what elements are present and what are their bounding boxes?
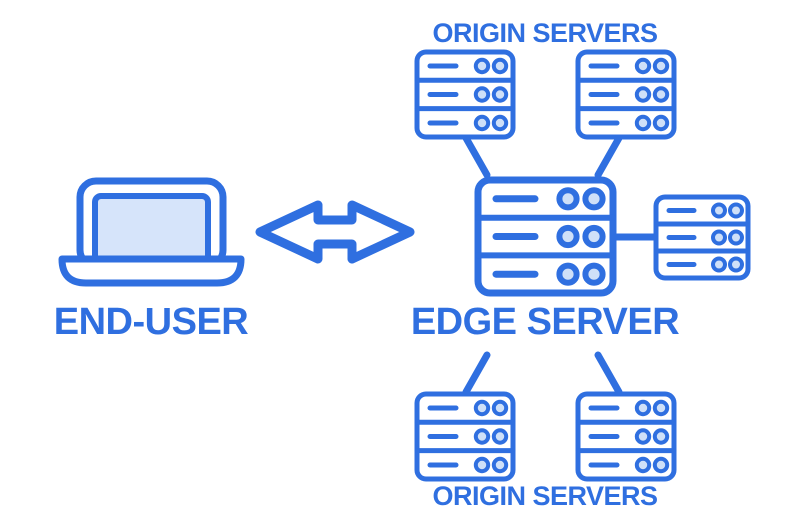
server-rack-icon	[474, 176, 617, 297]
server-rack-icon	[575, 391, 677, 482]
connection-edge-to-top-right	[594, 134, 623, 179]
connection-edge-to-bottom-right	[594, 351, 623, 396]
laptop-icon	[58, 177, 245, 287]
server-rack-icon	[414, 391, 516, 482]
origin-server-right[interactable]	[653, 194, 751, 281]
connection-edge-to-bottom-left	[462, 351, 491, 396]
label-end-user: END-USER	[54, 301, 249, 343]
end-user-laptop[interactable]	[58, 177, 245, 287]
label-edge-server: EDGE SERVER	[411, 301, 679, 343]
server-rack-icon	[575, 49, 677, 140]
origin-server-top-left[interactable]	[414, 49, 516, 140]
connection-end-user-to-edge	[255, 200, 415, 264]
origin-server-bottom-left[interactable]	[414, 391, 516, 482]
double-arrow-icon	[255, 200, 415, 264]
label-origin-servers-top: ORIGIN SERVERS	[432, 18, 657, 48]
label-origin-servers-bottom: ORIGIN SERVERS	[432, 481, 657, 511]
connection-edge-to-top-left	[462, 134, 491, 179]
server-rack-icon	[414, 49, 516, 140]
origin-server-top-right[interactable]	[575, 49, 677, 140]
edge-server[interactable]	[474, 176, 617, 297]
server-rack-icon	[653, 194, 751, 281]
connections-group	[462, 134, 658, 396]
origin-server-bottom-right[interactable]	[575, 391, 677, 482]
